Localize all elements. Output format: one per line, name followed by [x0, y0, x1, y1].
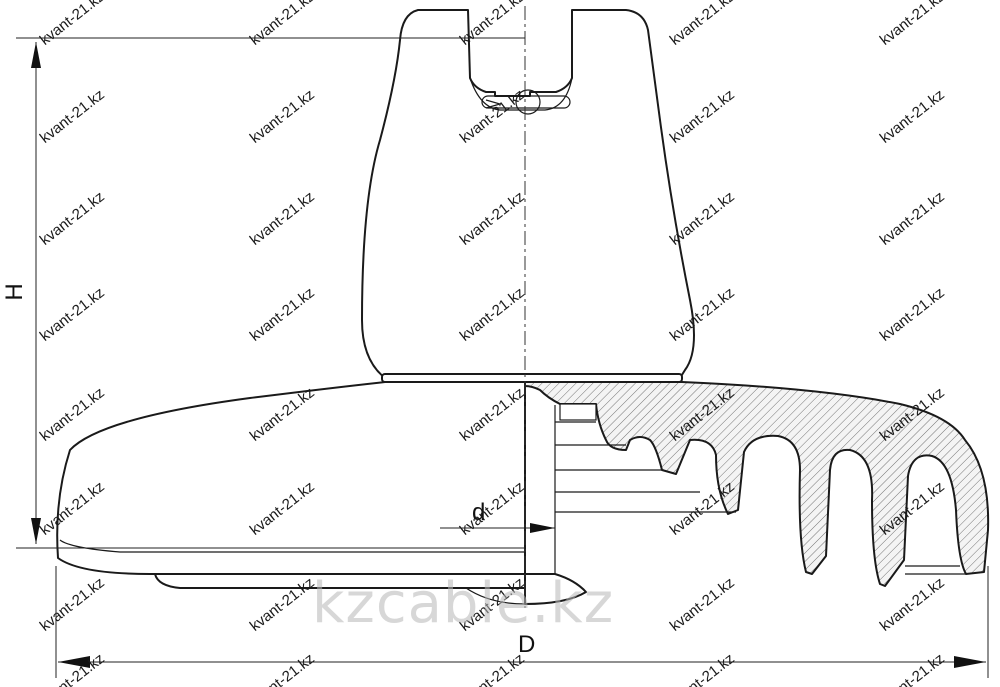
watermark-small: kvant-21.kz — [667, 574, 738, 635]
watermark-small: kvant-21.kz — [667, 650, 738, 687]
watermark-small: kvant-21.kz — [37, 188, 108, 249]
watermark-small: kvant-21.kz — [877, 188, 948, 249]
watermark-small: kvant-21.kz — [37, 650, 108, 687]
watermark-small: kvant-21.kz — [667, 188, 738, 249]
insulator-disc — [56, 381, 526, 605]
watermark-small: kvant-21.kz — [457, 650, 528, 687]
watermark-small: kvant-21.kz — [667, 0, 738, 49]
diameter-label: D — [518, 631, 535, 658]
watermark-small: kvant-21.kz — [877, 284, 948, 345]
cap-collar — [381, 373, 683, 383]
watermark-small: kvant-21.kz — [877, 650, 948, 687]
height-label: H — [1, 283, 28, 300]
insulator-cap — [361, 9, 695, 379]
watermark-small: kvant-21.kz — [37, 574, 108, 635]
watermark-small: kvant-21.kz — [247, 650, 318, 687]
watermark-small: kvant-21.kz — [247, 188, 318, 249]
height-dimension: H — [1, 37, 525, 549]
watermark-small: kvant-21.kz — [877, 0, 948, 49]
watermark-small: kvant-21.kz — [247, 0, 318, 49]
pin-dimension: d — [440, 499, 555, 533]
insulator-cross-section — [524, 381, 990, 605]
watermark-small: kvant-21.kz — [247, 86, 318, 147]
watermark-small: kvant-21.kz — [37, 0, 108, 49]
watermark-small: kvant-21.kz — [247, 284, 318, 345]
pin-label: d — [472, 499, 485, 526]
watermark-large: kzcable.kz — [312, 571, 614, 636]
watermark-small: kvant-21.kz — [877, 86, 948, 147]
diameter-dimension: D — [55, 566, 989, 678]
watermark-small: kvant-21.kz — [37, 86, 108, 147]
watermark-small: kvant-21.kz — [37, 284, 108, 345]
watermark-small: kvant-21.kz — [667, 86, 738, 147]
